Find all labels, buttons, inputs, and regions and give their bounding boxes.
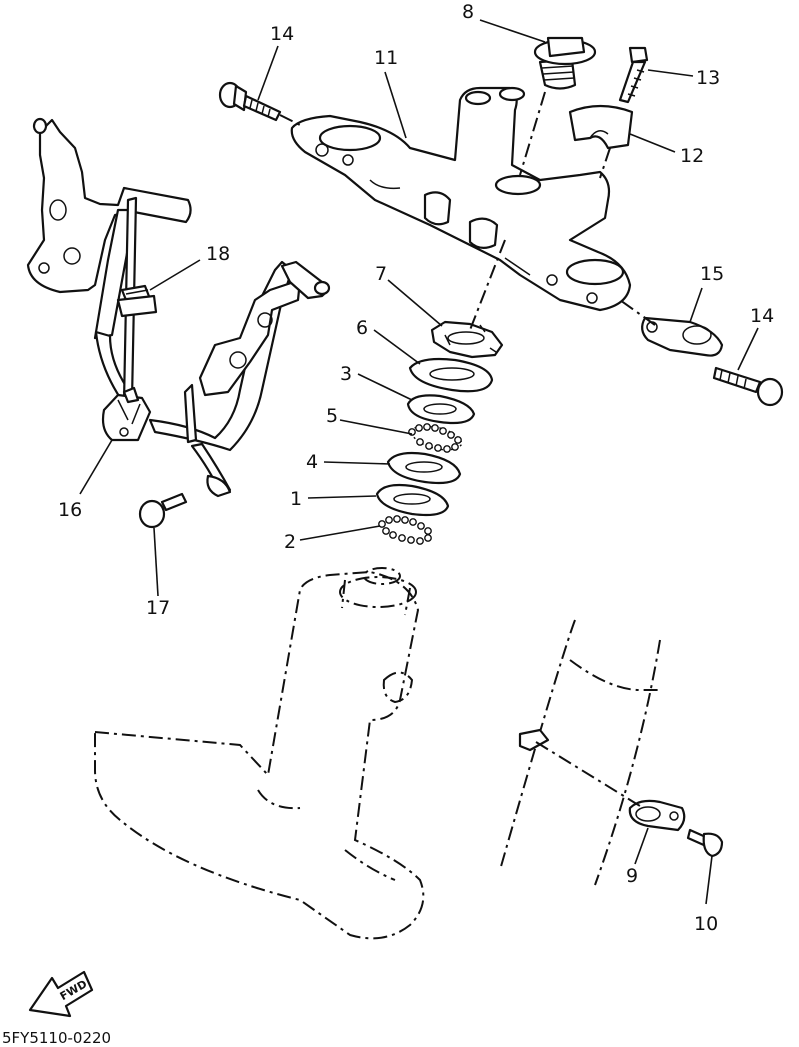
clamp-part-9[interactable] — [628, 799, 686, 832]
bolt-part-14-left[interactable] — [218, 81, 282, 122]
ring-nut-part-7[interactable] — [430, 320, 504, 359]
callout-1: 1 — [290, 488, 302, 510]
bolt-part-13[interactable] — [618, 46, 649, 104]
leader-lines — [79, 19, 759, 905]
frame-head-phantom — [94, 567, 425, 940]
callout-17: 17 — [146, 597, 170, 619]
callout-18: 18 — [206, 243, 230, 265]
bolt-part-17[interactable] — [138, 492, 188, 529]
bearing-race-part-3[interactable] — [406, 394, 476, 425]
clamp-part-16[interactable] — [101, 386, 152, 442]
diagram-code: 5FY5110-0220 — [2, 1029, 111, 1047]
callout-11: 11 — [374, 47, 398, 69]
washer-part-6[interactable] — [408, 357, 494, 393]
ball-bearings-part-2[interactable] — [378, 515, 432, 545]
callout-15: 15 — [700, 263, 724, 285]
callout-8: 8 — [462, 1, 474, 23]
upper-bracket-part-11[interactable] — [290, 86, 632, 312]
callout-16: 16 — [58, 499, 82, 521]
callout-14-left: 14 — [270, 23, 294, 45]
callout-2: 2 — [284, 531, 296, 553]
bearing-race-part-1[interactable] — [375, 483, 450, 517]
steering-stem-bolt-part-8[interactable] — [533, 36, 597, 90]
callout-4: 4 — [306, 451, 318, 473]
bolt-part-14-right[interactable] — [712, 366, 784, 407]
handlebar-holder-part-12[interactable] — [568, 104, 634, 150]
grommet-part-18[interactable] — [116, 284, 158, 318]
callout-10: 10 — [694, 913, 718, 935]
callout-14-right: 14 — [750, 305, 774, 327]
bolt-part-10[interactable] — [686, 828, 724, 858]
bearing-race-part-4[interactable] — [386, 451, 462, 485]
callout-9: 9 — [626, 865, 638, 887]
callout-7: 7 — [375, 263, 387, 285]
callout-5: 5 — [326, 405, 338, 427]
callout-labels: 1 2 3 4 5 6 7 8 9 10 11 12 13 14 14 15 1… — [58, 1, 774, 935]
fork-tube-phantom — [499, 619, 661, 886]
forward-direction-arrow: FWD — [28, 970, 94, 1018]
callout-6: 6 — [356, 317, 368, 339]
meter-bracket-assembly[interactable] — [26, 117, 331, 498]
callout-3: 3 — [340, 363, 352, 385]
ball-bearings-part-5[interactable] — [408, 423, 463, 453]
callout-13: 13 — [696, 67, 720, 89]
clamp-part-15[interactable] — [641, 316, 724, 357]
callout-12: 12 — [680, 145, 704, 167]
